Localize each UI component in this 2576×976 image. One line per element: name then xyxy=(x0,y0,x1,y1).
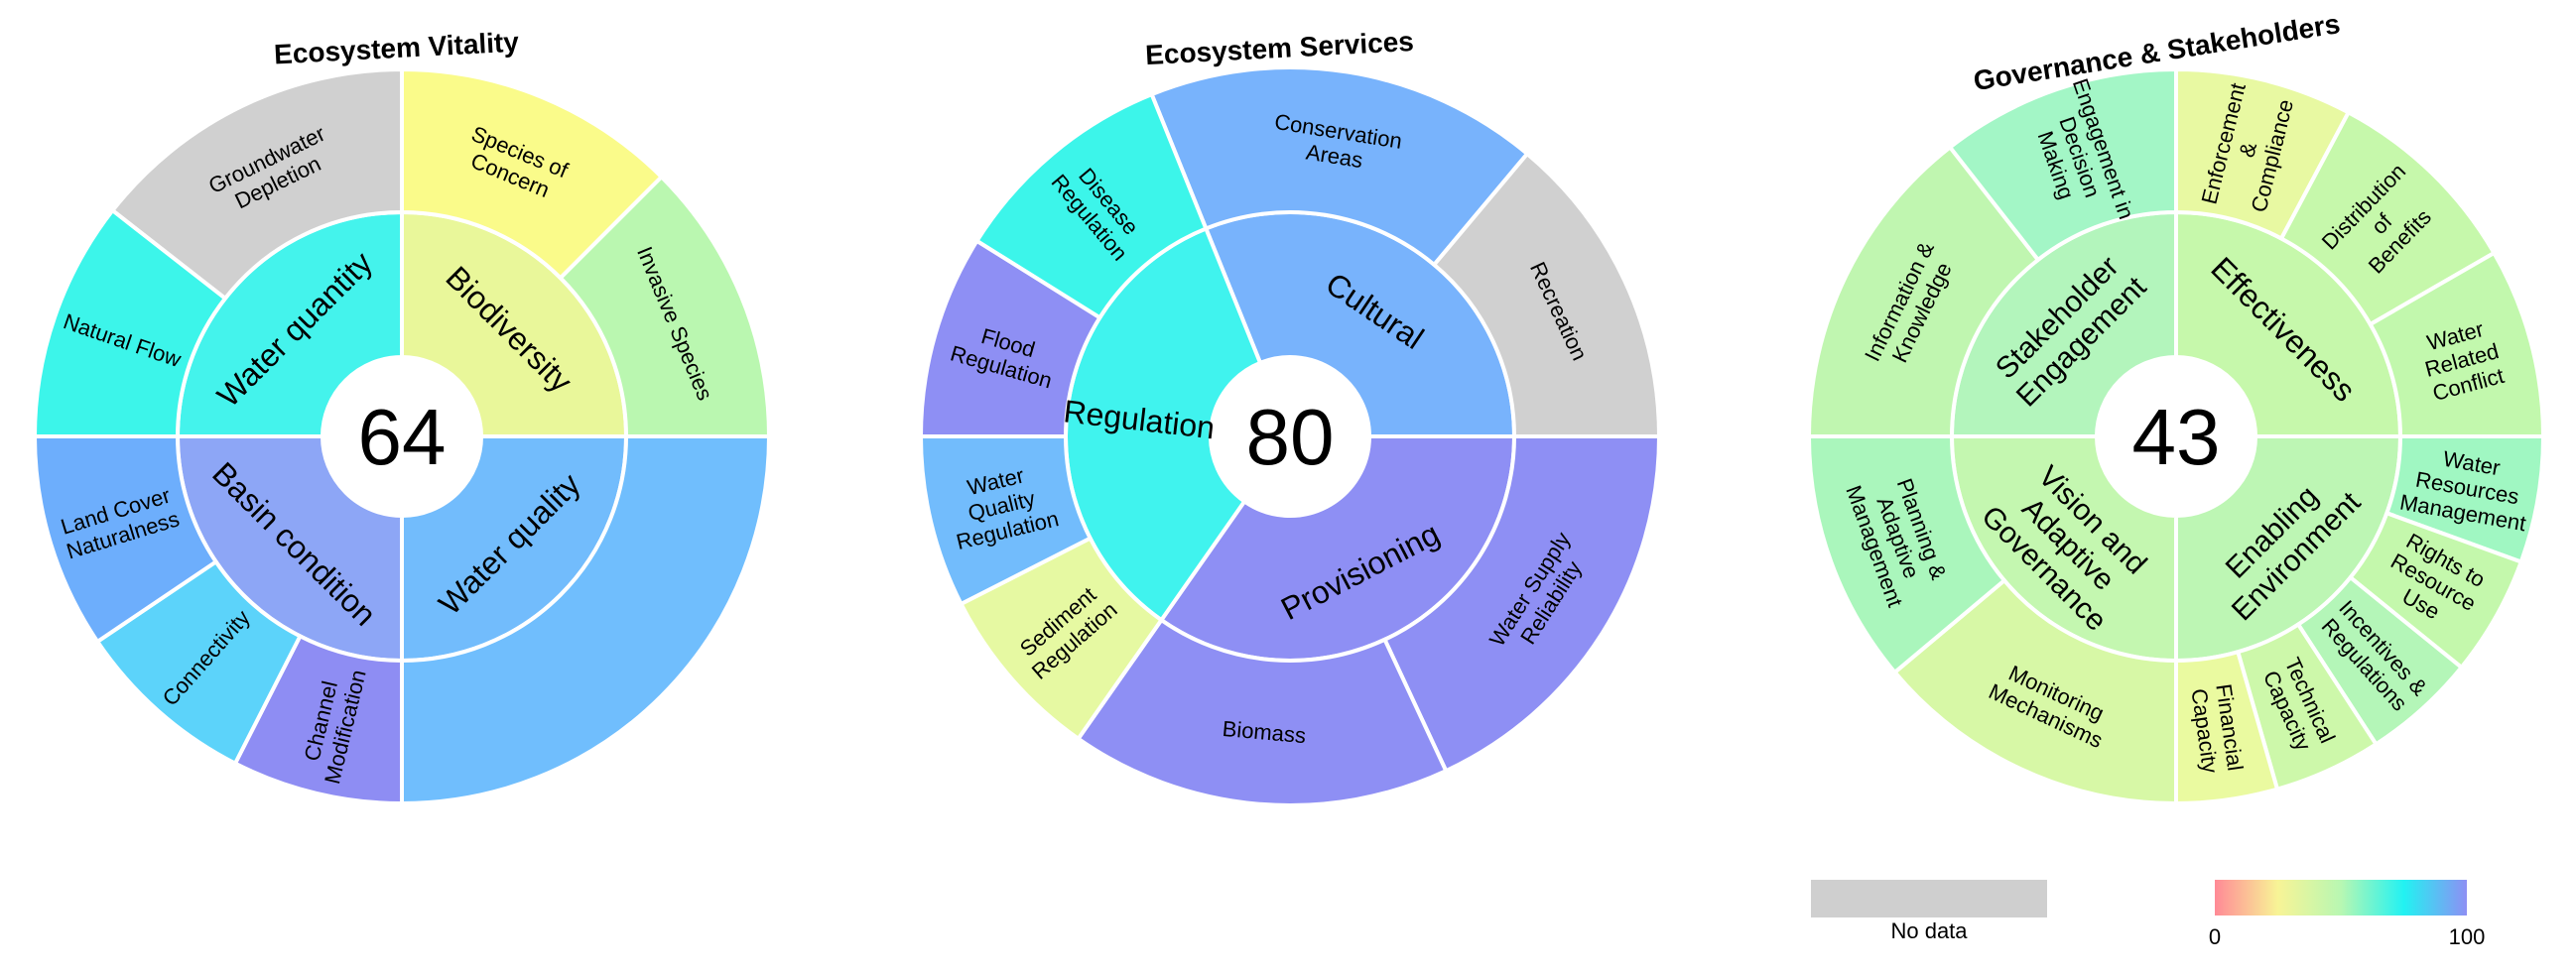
score-value: 43 xyxy=(2132,393,2221,481)
scale-max-label: 100 xyxy=(2449,924,2486,949)
score-value: 64 xyxy=(358,393,447,481)
segment-monitoring-mechanisms xyxy=(1891,577,2178,806)
chart-title: Ecosystem Services xyxy=(1144,26,1414,70)
segment-disease-regulation xyxy=(973,91,1209,320)
no-data-swatch xyxy=(1811,880,2047,917)
chart-title: Ecosystem Vitality xyxy=(273,27,520,70)
segment-biomass xyxy=(1075,617,1449,807)
color-scale-bar xyxy=(2215,880,2467,915)
no-data-label: No data xyxy=(1890,918,1968,943)
legend: No data 0 100 xyxy=(1811,880,2485,949)
score-value: 80 xyxy=(1246,393,1335,481)
segment-water-supply-reliability xyxy=(1381,434,1662,774)
segment-conservation-areas xyxy=(1149,65,1530,268)
segment-natural-flow xyxy=(32,207,228,438)
center-disc xyxy=(2097,357,2255,516)
segment-engagement-in-decision-making xyxy=(1947,66,2178,263)
segment-land-cover-naturalness xyxy=(32,434,219,645)
segment-water-quality-outer xyxy=(400,434,772,806)
scale-min-label: 0 xyxy=(2209,924,2221,949)
governance-stakeholders-chart: 43EffectivenessEnablingEnvironmentVision… xyxy=(1806,8,2546,806)
segment-recreation xyxy=(1431,151,1662,438)
center-disc xyxy=(322,357,481,516)
ecosystem-services-chart: 80CulturalProvisioningRegulationConserva… xyxy=(918,26,1662,807)
center-disc xyxy=(1211,357,1369,516)
